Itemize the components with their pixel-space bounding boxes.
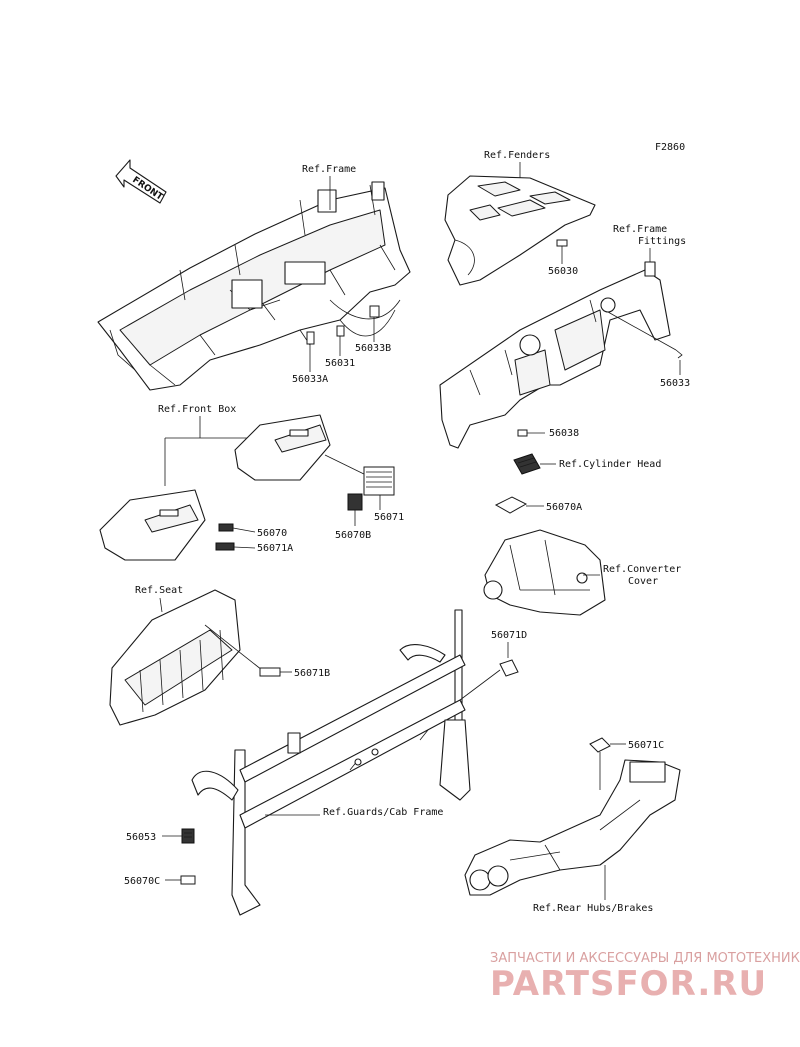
ref-converter-line2: Cover: [628, 576, 658, 587]
part-56070B: 56070B: [335, 530, 371, 541]
decal-56033: [675, 349, 683, 359]
ref-guards-cab-frame-label: Ref.Guards/Cab Frame: [323, 807, 443, 818]
decal-56071C: [589, 737, 611, 753]
ref-cylinder-head-label: Ref.Cylinder Head: [559, 459, 661, 470]
decal-56070C: [180, 875, 196, 885]
part-56071: 56071: [374, 512, 404, 523]
ref-frame-label: Ref.Frame: [302, 164, 356, 175]
ref-fenders-label: Ref.Fenders: [484, 150, 550, 161]
watermark-tagline: ЗАПЧАСТИ И АКСЕССУАРЫ ДЛЯ МОТОТЕХНИКИ: [490, 951, 800, 966]
front-box-lower: [99, 489, 206, 561]
guards-cab-frame: [191, 609, 471, 916]
ref-front-box-label: Ref.Front Box: [158, 404, 236, 415]
ref-converter-line1: Ref.Converter: [603, 564, 681, 575]
decal-56053: [181, 828, 195, 844]
frame-assembly: [97, 181, 411, 391]
part-56053: 56053: [126, 832, 156, 843]
part-56033A: 56033A: [292, 374, 328, 385]
decal-56070: [218, 523, 234, 532]
part-56038: 56038: [549, 428, 579, 439]
watermark-brand: PARTSFOR.RU: [490, 964, 767, 1004]
part-56030: 56030: [548, 266, 578, 277]
seat-frame: [109, 589, 241, 726]
part-56070C: 56070C: [124, 876, 160, 887]
decal-56071A: [215, 542, 235, 551]
decal-56070B: [347, 493, 363, 511]
ref-seat-label: Ref.Seat: [135, 585, 183, 596]
converter-cover: [483, 529, 606, 616]
rear-axle-housing: [464, 759, 681, 896]
part-56071C: 56071C: [628, 740, 664, 751]
front-box-upper: [234, 414, 331, 481]
part-56070: 56070: [257, 528, 287, 539]
part-56071B: 56071B: [294, 668, 330, 679]
decal-56033B: [369, 305, 380, 318]
part-56071A: 56071A: [257, 543, 293, 554]
ref-rear-hubs-label: Ref.Rear Hubs/Brakes: [533, 903, 653, 914]
decal-56033A: [306, 331, 315, 345]
ref-frame-fittings-line1: Ref.Frame: [613, 224, 667, 235]
fenders: [444, 175, 596, 286]
decal-56038: [517, 429, 528, 437]
figure-id: F2860: [655, 142, 685, 153]
cylinder-head-block: [513, 453, 541, 475]
part-56031: 56031: [325, 358, 355, 369]
part-56033: 56033: [660, 378, 690, 389]
decal-56071B: [259, 667, 281, 677]
ref-frame-fittings-line2: Fittings: [638, 236, 686, 247]
decal-56071D: [499, 659, 519, 677]
decal-56030: [556, 239, 568, 247]
frame-fittings: [439, 261, 671, 449]
part-56070A: 56070A: [546, 502, 582, 513]
decal-56031: [336, 325, 345, 337]
decal-56070A: [494, 496, 528, 514]
part-56033B: 56033B: [355, 343, 391, 354]
decal-56071: [363, 466, 395, 496]
front-arrow: FRONT: [115, 159, 167, 204]
part-56071D: 56071D: [491, 630, 527, 641]
